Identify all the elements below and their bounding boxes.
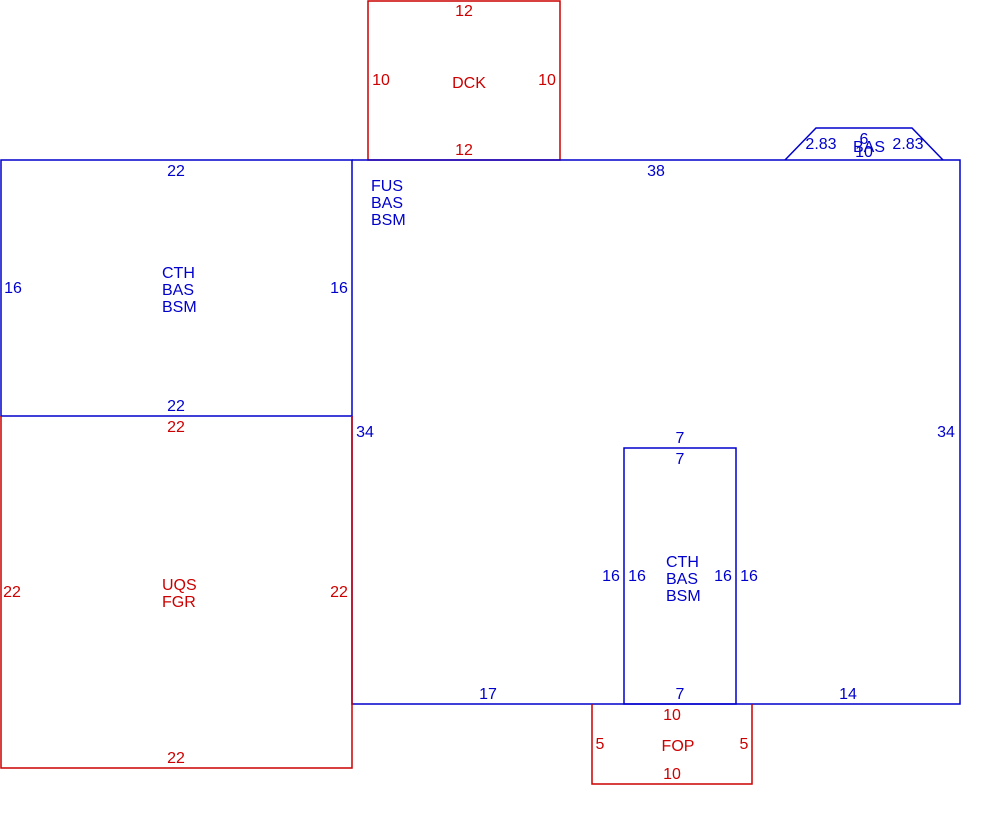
main-label-1: FUS: [371, 178, 403, 195]
cth-left-area: 22 22 16 16 CTH BAS BSM: [0, 159, 353, 417]
garage-label-1: UQS: [162, 577, 197, 594]
cth-inner-top-outer-dim: 7: [676, 430, 685, 447]
cth-left-right-dim: 16: [330, 280, 348, 297]
main-right-dim: 34: [937, 424, 955, 441]
cth-inner-label-2: BAS: [666, 571, 698, 588]
cth-left-label-1: CTH: [162, 265, 195, 282]
bay-left-dim: 2.83: [805, 136, 836, 153]
bay-outline: [784, 127, 944, 161]
cth-inner-right-inner-dim: 16: [714, 568, 732, 585]
porch-outline: [591, 704, 753, 785]
cth-left-label-2: BAS: [162, 282, 194, 299]
cth-inner-top-inner-dim: 7: [676, 451, 685, 468]
garage-outline: [0, 416, 353, 769]
bay-right-dim: 2.83: [892, 136, 923, 153]
cth-left-label-3: BSM: [162, 299, 197, 316]
porch-label: FOP: [662, 738, 695, 755]
cth-inner-outline: [623, 447, 737, 705]
cth-inner-bottom-dim: 7: [676, 686, 685, 703]
main-area: 38 34 34 17 14 FUS BAS BSM: [351, 159, 961, 705]
garage-left-dim: 22: [3, 584, 21, 601]
porch-right-dim: 5: [740, 736, 749, 753]
main-bottom-right-dim: 14: [839, 686, 857, 703]
cth-inner-label-3: BSM: [666, 588, 701, 605]
garage-right-dim: 22: [330, 584, 348, 601]
deck-label: DCK: [452, 75, 486, 92]
deck-bottom-dim: 12: [455, 142, 473, 159]
deck-right-dim: 10: [538, 72, 556, 89]
garage-top-dim: 22: [167, 419, 185, 436]
garage-label-2: FGR: [162, 594, 196, 611]
cth-inner-label-1: CTH: [666, 554, 699, 571]
cth-inner-left-outer-dim: 16: [602, 568, 620, 585]
main-bottom-left-dim: 17: [479, 686, 497, 703]
cth-left-left-dim: 16: [4, 280, 22, 297]
porch-area: 10 10 5 5 FOP: [591, 704, 753, 785]
main-left-dim: 34: [356, 424, 374, 441]
main-label-3: BSM: [371, 212, 406, 229]
deck-left-dim: 10: [372, 72, 390, 89]
porch-top-dim: 10: [663, 707, 681, 724]
garage-area: 22 22 22 22 UQS FGR: [0, 416, 353, 769]
cth-inner-area: 7 7 7 16 16 16 16 CTH BAS BSM: [602, 430, 758, 705]
cth-left-outline: [0, 159, 353, 417]
main-outline: [351, 159, 961, 705]
bay-area: 2.83 2.83 6 10 BAS: [784, 127, 944, 161]
cth-inner-left-inner-dim: 16: [628, 568, 646, 585]
bay-top-dim: 6: [860, 131, 869, 148]
porch-bottom-dim: 10: [663, 766, 681, 783]
porch-left-dim: 5: [596, 736, 605, 753]
cth-left-top-dim: 22: [167, 163, 185, 180]
garage-bottom-dim: 22: [167, 750, 185, 767]
cth-left-bottom-dim: 22: [167, 398, 185, 415]
cth-inner-right-outer-dim: 16: [740, 568, 758, 585]
deck-area: 12 12 10 10 DCK: [367, 0, 561, 161]
deck-top-dim: 12: [455, 3, 473, 20]
main-top-dim: 38: [647, 163, 665, 180]
bay-label: BAS: [853, 139, 885, 156]
bay-bottom-dim: 10: [855, 144, 873, 161]
main-label-2: BAS: [371, 195, 403, 212]
